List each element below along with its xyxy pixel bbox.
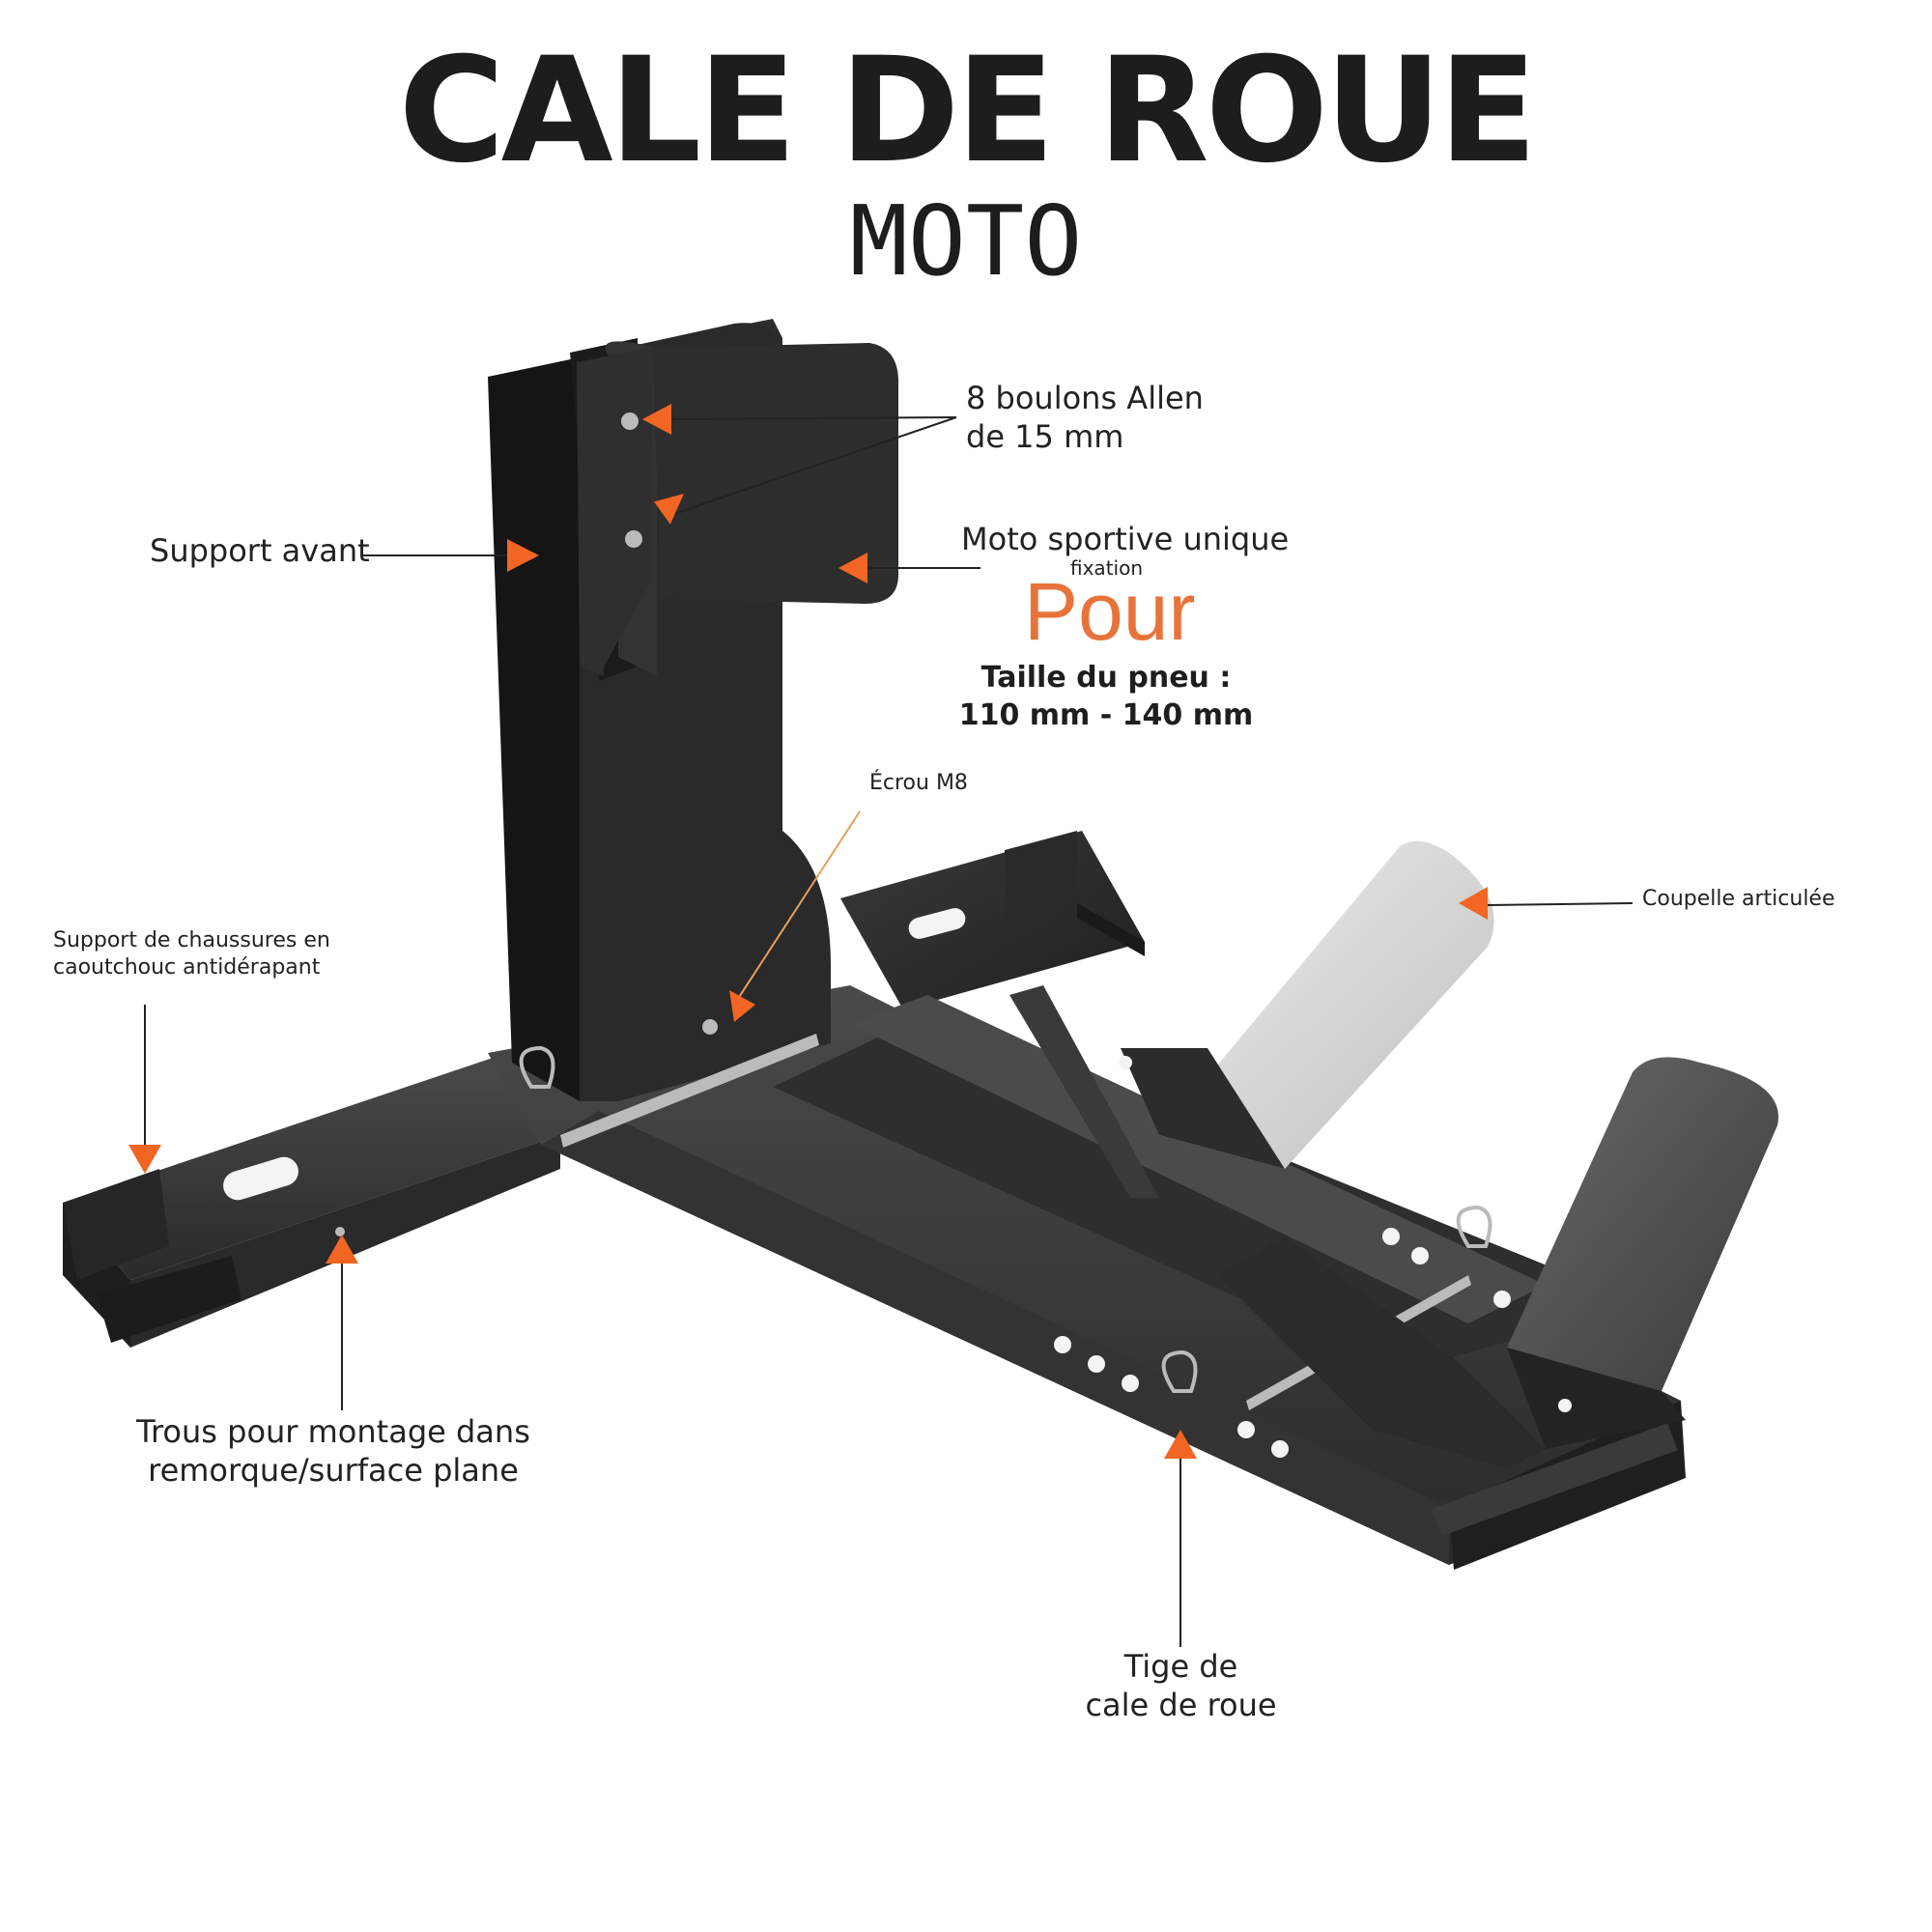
bolts-callout-line-b xyxy=(673,416,957,515)
support-avant-label: Support avant xyxy=(150,532,370,569)
orange-arrow-icons xyxy=(128,404,1488,1459)
bolts-callout-line-a xyxy=(666,416,957,420)
top-mount-plate xyxy=(577,343,898,1035)
coupelle-callout-line xyxy=(1487,902,1634,906)
ecrou-callout-line xyxy=(733,810,861,1006)
pour-label: Pour xyxy=(1024,566,1196,657)
arrow-icon xyxy=(326,1235,358,1264)
arrow-icon xyxy=(1459,887,1488,920)
arrow-icon xyxy=(1164,1430,1197,1459)
rear-plate xyxy=(1054,1057,1778,1468)
tire-size-line2: 110 mm - 140 mm xyxy=(958,698,1254,732)
fixation-label: fixation xyxy=(1070,556,1143,580)
tige-label-line2: cale de roue xyxy=(1085,1687,1277,1723)
bolts-label-line2: de 15 mm xyxy=(966,418,1124,455)
chaussures-label-line1: Support de chaussures en xyxy=(53,928,330,952)
pivot-cup xyxy=(1009,840,1494,1198)
arrow-icon xyxy=(507,539,539,572)
bolts-label-line1: 8 boulons Allen xyxy=(966,380,1204,416)
tire-size-line1: Taille du pneu : xyxy=(980,661,1232,695)
tige-label: Tige de cale de roue xyxy=(1024,1647,1338,1724)
trous-label-line1: Trous pour montage dans xyxy=(136,1413,530,1450)
tire-size-label: Taille du pneu : 110 mm - 140 mm xyxy=(942,659,1270,734)
hitch-pins xyxy=(519,1045,1492,1393)
arrow-icon xyxy=(654,494,685,525)
rear-right-foot xyxy=(840,831,1145,1009)
arrow-icon xyxy=(729,990,755,1022)
page-subtitle: MOTO xyxy=(849,185,1083,298)
arrow-icon xyxy=(642,404,671,435)
bolts-label: 8 boulons Allen de 15 mm xyxy=(966,379,1204,456)
arrow-icon xyxy=(838,553,867,583)
moto-sportive-label: Moto sportive unique xyxy=(961,521,1290,557)
trous-label: Trous pour montage dans remorque/surface… xyxy=(97,1412,570,1490)
tige-label-line1: Tige de xyxy=(1123,1648,1238,1685)
chaussures-label: Support de chaussures en caoutchouc anti… xyxy=(53,927,330,980)
chaussures-label-line2: caoutchouc antidérapant xyxy=(53,954,321,980)
trous-label-line2: remorque/surface plane xyxy=(148,1452,519,1489)
ecrou-label: Écrou M8 xyxy=(869,771,968,795)
front-cross-bar xyxy=(63,1058,560,1348)
page-title: CALE DE ROUE xyxy=(398,27,1538,195)
arrow-icon xyxy=(128,1145,161,1174)
coupelle-label: Coupelle articulée xyxy=(1642,887,1835,911)
callout-lines xyxy=(144,416,1634,1647)
